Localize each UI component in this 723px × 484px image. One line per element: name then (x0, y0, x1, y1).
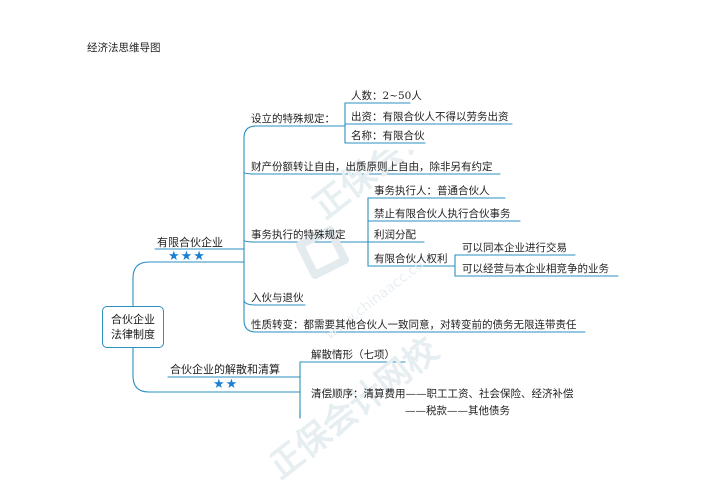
root-node: 合伙企业 法律制度 (102, 306, 164, 348)
page-title: 经济法思维导图 (87, 42, 161, 54)
connector-affairs (243, 239, 369, 243)
connector-root-branch-a (132, 261, 245, 307)
trunk-branch-a (243, 125, 346, 139)
order-line2: ——税款——其他债务 (405, 405, 510, 417)
root-node-line1: 合伙企业 (111, 313, 155, 326)
branch-a-stars: ★★★ (168, 249, 206, 264)
setup-name: 名称：有限合伙 (351, 130, 425, 142)
affairs-executor: 事务执行人：普通合伙人 (374, 185, 490, 197)
right-compete: 可以经营与本企业相竞争的业务 (462, 263, 609, 275)
setup-count: 人数：2~50人 (351, 90, 422, 102)
connector-transfer (243, 171, 501, 175)
branch-b-title: 合伙企业的解散和清算 (170, 363, 280, 376)
affairs-prohibit: 禁止有限合伙人执行合伙事务 (374, 208, 511, 220)
connector-entry-exit (243, 299, 306, 306)
root-node-line2: 法律制度 (111, 328, 155, 341)
entry-exit: 入伙与退伙 (251, 292, 304, 304)
setup-contribution: 出资：有限合伙人不得以劳务出资 (351, 111, 509, 123)
nature-change: 性质转变：都需要其他合伙人一致同意，对转变前的债务无限连带责任 (251, 319, 577, 331)
branch-a-title: 有限合伙企业 (157, 236, 223, 249)
affairs-profit: 利润分配 (374, 229, 416, 241)
mindmap-connectors (132, 102, 619, 419)
transfer-rule: 财产份额转让自由，出质原则上自由，除非另有约定 (251, 161, 493, 173)
connector-nature (243, 319, 586, 333)
order-line1: 清偿顺序：清算费用——职工工资、社会保险、经济补偿 (311, 388, 574, 400)
right-trade: 可以同本企业进行交易 (462, 242, 567, 254)
affairs-rights: 有限合伙人权利 (374, 253, 448, 265)
special-setup-label: 设立的特殊规定： (251, 113, 335, 125)
dissolution: 解散情形（七项） (311, 349, 395, 361)
branch-b-stars: ★★ (213, 377, 239, 392)
affairs-label: 事务执行的特殊规定 (251, 229, 346, 241)
connector-root-branch-b (132, 347, 301, 393)
